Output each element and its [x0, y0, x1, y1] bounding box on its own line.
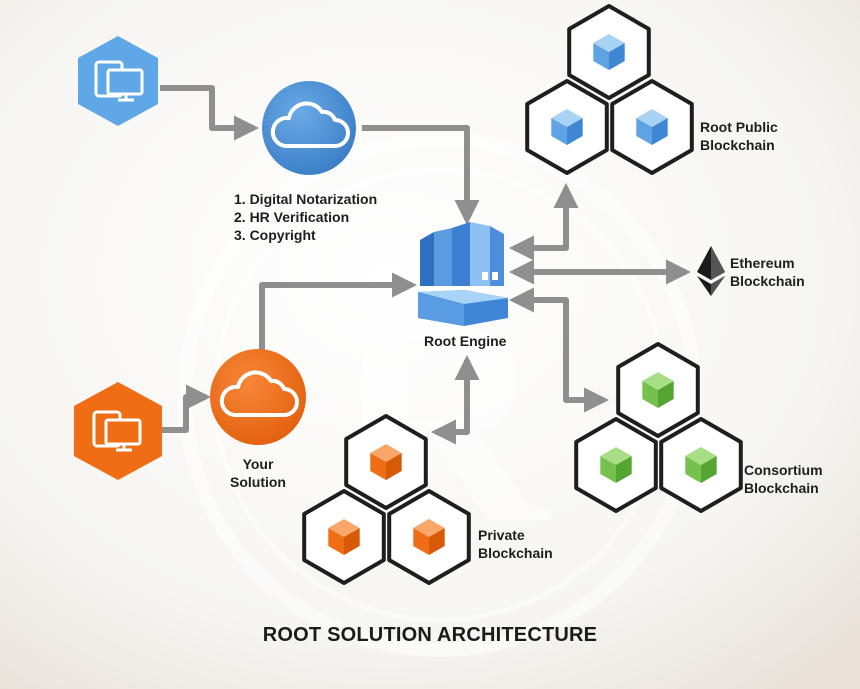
- root-public-label-line: Root Public: [700, 119, 778, 135]
- diagram-title: ROOT SOLUTION ARCHITECTURE: [262, 624, 598, 646]
- cube-face: [658, 381, 674, 408]
- notarization-list: 1. Digital Notarization 2. HR Verificati…: [234, 190, 377, 244]
- connector-device-to-cloud: [160, 85, 260, 141]
- cube-face: [701, 456, 717, 483]
- devices-icon-orange: [74, 382, 162, 480]
- connector-engine-to-public: [508, 182, 579, 261]
- cube-face: [600, 456, 616, 483]
- consortium-label-line: Consortium: [744, 462, 823, 478]
- connectors: [160, 85, 692, 445]
- cube-face: [636, 118, 652, 145]
- connector-engine-to-private: [430, 354, 480, 445]
- cube-face: [685, 456, 701, 483]
- cube-face: [328, 528, 344, 555]
- ethereum-label-line: Ethereum: [730, 255, 795, 271]
- consortium-label: Consortium Blockchain: [744, 461, 823, 497]
- root-public-cube-cluster: [525, 4, 694, 175]
- cube-face: [386, 453, 402, 480]
- root-public-label-line: Blockchain: [700, 137, 775, 153]
- your-solution-label: Your Solution: [218, 455, 298, 491]
- notarization-item: 3. Copyright: [234, 227, 316, 243]
- cube-face: [370, 453, 386, 480]
- root-public-label: Root Public Blockchain: [700, 118, 778, 154]
- cube-face: [593, 34, 625, 52]
- cube-face: [429, 528, 445, 555]
- cube-face: [685, 447, 717, 465]
- cube-face: [642, 372, 674, 390]
- cube-face: [642, 381, 658, 408]
- devices-icon: [78, 36, 158, 126]
- cube-face: [652, 118, 668, 145]
- cube-face: [600, 447, 632, 465]
- cube-face: [413, 528, 429, 555]
- cube-face: [609, 43, 625, 70]
- private-label-line: Private: [478, 527, 525, 543]
- ethereum-icon: [697, 246, 725, 296]
- root-engine-label: Root Engine: [424, 333, 507, 349]
- your-solution-label-line: Your: [242, 456, 274, 472]
- ethereum-label-line: Blockchain: [730, 273, 805, 289]
- cube-face: [616, 456, 632, 483]
- consortium-cube-cluster: [574, 342, 743, 513]
- private-cube-cluster: [302, 414, 471, 585]
- cube-face: [567, 118, 583, 145]
- your-solution-cloud-icon: [210, 349, 306, 445]
- notarization-item: 1. Digital Notarization: [234, 191, 378, 207]
- your-solution-label-line: Solution: [230, 474, 286, 490]
- connector-device-to-solution: [162, 384, 212, 433]
- root-engine-icon: [418, 222, 508, 326]
- connector-engine-to-consortium: [508, 287, 610, 413]
- consortium-label-line: Blockchain: [744, 480, 819, 496]
- cube-face: [344, 528, 360, 555]
- private-label: Private Blockchain: [478, 526, 553, 562]
- ethereum-label: Ethereum Blockchain: [730, 254, 805, 290]
- cube-face: [636, 109, 668, 127]
- connector-cloud-to-engine: [362, 125, 480, 226]
- connector-solution-to-engine: [259, 272, 418, 350]
- private-label-line: Blockchain: [478, 545, 553, 561]
- cube-face: [551, 109, 583, 127]
- notarization-item: 2. HR Verification: [234, 209, 350, 225]
- cube-face: [593, 43, 609, 70]
- blue-cloud-icon: [262, 81, 356, 175]
- cube-face: [551, 118, 567, 145]
